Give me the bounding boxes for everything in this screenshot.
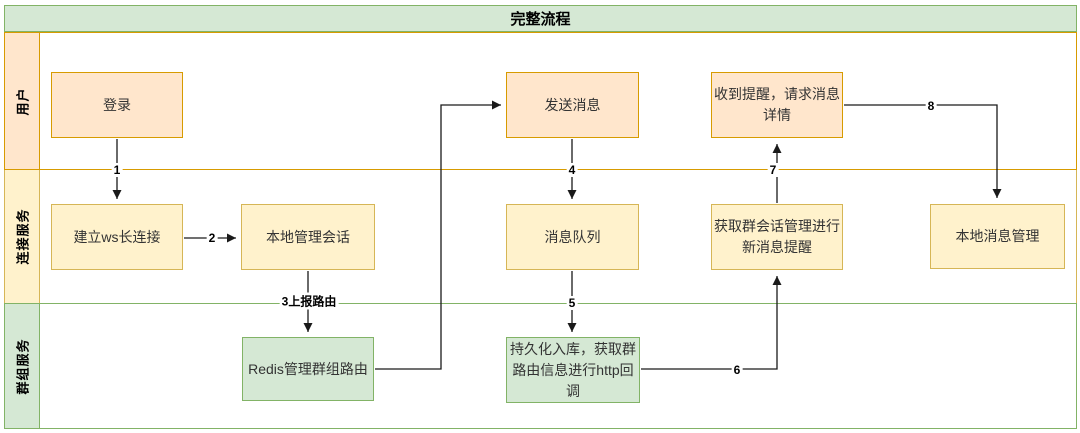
node-send-message: 发送消息: [506, 72, 639, 138]
node-message-queue: 消息队列: [506, 204, 639, 270]
edge-label-5: 5: [566, 296, 578, 310]
lane-label-user: 用户: [15, 86, 31, 116]
edge-label-8: 8: [925, 99, 937, 113]
node-login: 登录: [51, 72, 183, 138]
node-redis-group-route: Redis管理群组路由: [242, 337, 374, 401]
pool-title: 完整流程: [4, 5, 1077, 32]
node-receive-notice: 收到提醒，请求消息详情: [711, 72, 843, 138]
node-persist-callback: 持久化入库，获取群路由信息进行http回调: [506, 337, 640, 403]
edge-label-3-report-route: 3上报路由: [279, 292, 339, 310]
edge-label-7: 7: [767, 163, 779, 177]
edge-label-4: 4: [566, 163, 578, 177]
node-local-message-mgmt: 本地消息管理: [930, 204, 1065, 269]
edge-label-1: 1: [111, 163, 123, 177]
lane-label-connection-service: 连接服务: [15, 208, 31, 265]
lane-header-user: 用户: [5, 33, 40, 169]
lane-label-group-service: 群组服务: [15, 337, 31, 395]
node-ws-connect: 建立ws长连接: [51, 204, 183, 270]
node-local-session: 本地管理会话: [241, 204, 375, 270]
edge-label-2: 2: [206, 231, 218, 245]
lane-header-connection-service: 连接服务: [5, 170, 40, 303]
lane-header-group-service: 群组服务: [5, 304, 40, 428]
edge-label-6: 6: [731, 363, 743, 377]
node-group-session-notice: 获取群会话管理进行新消息提醒: [711, 204, 843, 270]
